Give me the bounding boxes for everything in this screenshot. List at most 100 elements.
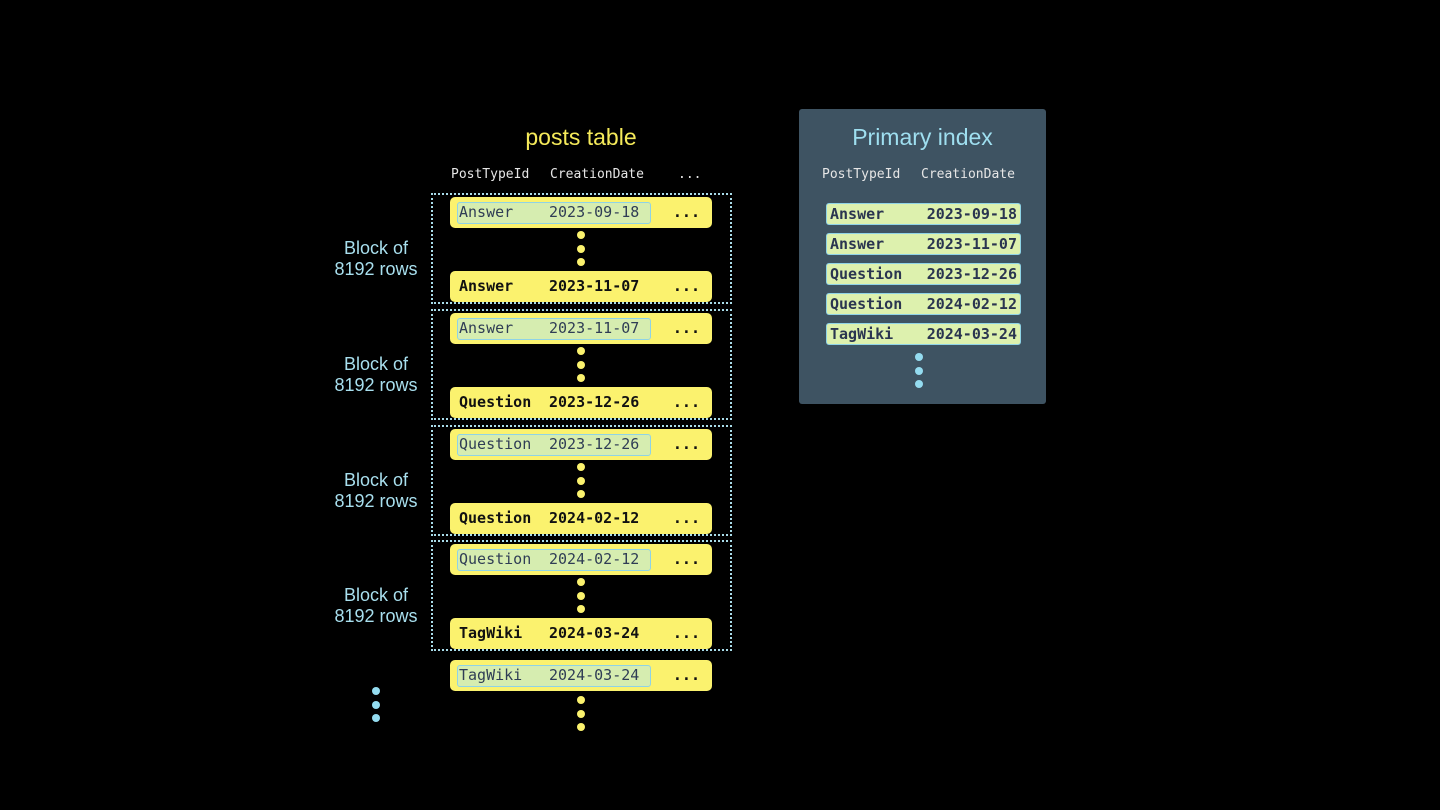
ellipsis-dot <box>577 490 585 498</box>
table-row: Question 2024-02-12... <box>450 544 712 575</box>
ellipsis-dot <box>577 696 585 704</box>
more-columns: ... <box>672 393 700 411</box>
column-header: PostTypeId <box>451 167 530 182</box>
ellipsis-dot <box>577 244 585 253</box>
ellipsis-dot <box>577 578 585 586</box>
ellipsis-dot <box>915 380 923 388</box>
post-type: TagWiki <box>830 325 894 343</box>
block-label-line: Block of <box>343 238 409 258</box>
table-row: Question 2023-12-26... <box>450 387 712 418</box>
index-title: Primary index <box>852 124 993 150</box>
post-type: Answer <box>459 319 514 337</box>
index-column-header: PostTypeId <box>822 167 901 182</box>
creation-date: 2024-02-12 <box>549 550 640 568</box>
ellipsis-dot <box>577 258 585 266</box>
block-label-line: 8192 rows <box>334 259 418 279</box>
post-type: Question <box>459 509 532 527</box>
ellipsis-dot <box>577 605 585 613</box>
index-column-header: CreationDate <box>921 167 1015 182</box>
column-header: CreationDate <box>550 167 644 182</box>
ellipsis-dot <box>372 700 380 709</box>
block-label-line: 8192 rows <box>334 375 418 395</box>
post-type: Answer <box>459 277 514 295</box>
ellipsis-dot <box>372 714 380 722</box>
granule-block <box>431 540 732 651</box>
more-columns: ... <box>672 203 700 221</box>
table-row: Answer 2023-09-18... <box>450 197 712 228</box>
index-mark-highlight <box>457 318 651 340</box>
more-columns: ... <box>672 319 700 337</box>
post-type: Answer <box>830 235 885 253</box>
ellipsis-dot <box>915 353 923 361</box>
post-type: Question <box>459 393 532 411</box>
block-label-line: Block of <box>343 470 409 490</box>
creation-date: 2024-02-12 <box>549 509 640 527</box>
post-type: Question <box>830 295 903 313</box>
more-columns: ... <box>672 624 700 642</box>
creation-date: 2023-11-07 <box>549 277 640 295</box>
block-label-line: 8192 rows <box>334 491 418 511</box>
more-columns: ... <box>672 666 700 684</box>
creation-date: 2023-09-18 <box>549 203 640 221</box>
ellipsis-dot <box>577 347 585 355</box>
index-entry: Question 2024-02-12 <box>826 293 1021 315</box>
table-row: TagWiki 2024-03-24... <box>450 660 712 691</box>
more-columns: ... <box>672 277 700 295</box>
table-title: posts table <box>525 124 637 150</box>
post-type: Answer <box>830 205 885 223</box>
ellipsis-dot <box>372 687 380 695</box>
creation-date: 2024-02-12 <box>926 295 1017 313</box>
index-mark-highlight <box>457 202 651 224</box>
post-type: Question <box>459 550 532 568</box>
block-label-line: Block of <box>343 354 409 374</box>
creation-date: 2024-03-24 <box>549 666 640 684</box>
table-row: Answer 2023-11-07... <box>450 271 712 302</box>
ellipsis-dot <box>577 591 585 600</box>
table-row: Question 2023-12-26... <box>450 429 712 460</box>
ellipsis-dot <box>577 723 585 731</box>
granule-block <box>431 425 732 536</box>
primary-index-panel <box>799 109 1046 404</box>
more-columns: ... <box>672 435 700 453</box>
index-entry: Answer 2023-11-07 <box>826 233 1021 255</box>
ellipsis-dot <box>915 366 923 375</box>
index-entry: Question 2023-12-26 <box>826 263 1021 285</box>
block-label-line: 8192 rows <box>334 606 418 626</box>
creation-date: 2023-12-26 <box>549 393 640 411</box>
ellipsis-dot <box>577 374 585 382</box>
more-columns: ... <box>672 509 700 527</box>
granule-block <box>431 309 732 420</box>
creation-date: 2023-12-26 <box>926 265 1017 283</box>
index-mark-highlight <box>457 434 651 456</box>
creation-date: 2023-12-26 <box>549 435 640 453</box>
granule-block <box>431 193 732 304</box>
table-row: Question 2024-02-12... <box>450 503 712 534</box>
post-type: Question <box>830 265 903 283</box>
creation-date: 2024-03-24 <box>926 325 1017 343</box>
index-mark-highlight <box>457 549 651 571</box>
post-type: Question <box>459 435 532 453</box>
ellipsis-dot <box>577 231 585 239</box>
index-mark-highlight <box>457 665 651 687</box>
index-entry: TagWiki 2024-03-24 <box>826 323 1021 345</box>
creation-date: 2023-11-07 <box>549 319 640 337</box>
block-label-line: Block of <box>343 585 409 605</box>
creation-date: 2023-09-18 <box>926 205 1017 223</box>
ellipsis-dot <box>577 463 585 471</box>
ellipsis-dot <box>577 476 585 485</box>
column-header: ... <box>678 167 702 182</box>
post-type: TagWiki <box>459 666 523 684</box>
index-entry: Answer 2023-09-18 <box>826 203 1021 225</box>
creation-date: 2023-11-07 <box>926 235 1017 253</box>
more-columns: ... <box>672 550 700 568</box>
ellipsis-dot <box>577 709 585 718</box>
ellipsis-dot <box>577 360 585 369</box>
table-row: Answer 2023-11-07... <box>450 313 712 344</box>
creation-date: 2024-03-24 <box>549 624 640 642</box>
post-type: Answer <box>459 203 514 221</box>
